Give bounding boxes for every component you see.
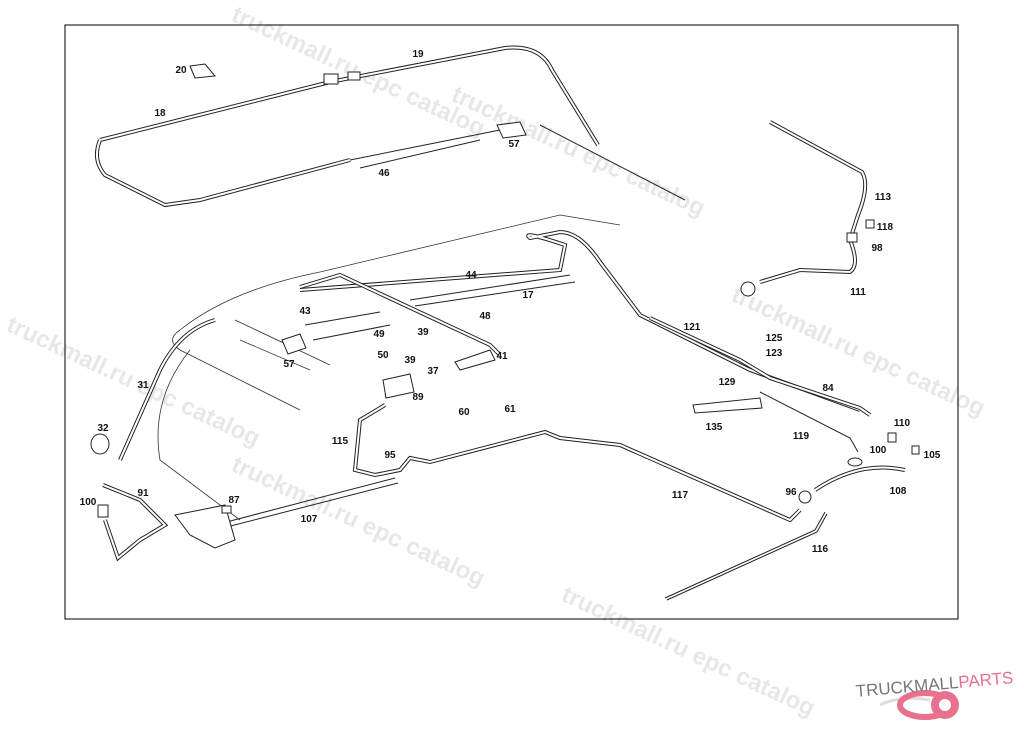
callout-label: 113: [875, 192, 892, 203]
callout-label: 100: [870, 445, 887, 456]
callout-label: 31: [137, 380, 149, 391]
callout-label: 39: [417, 327, 429, 338]
watermark-text: truckmall.ru epc catalog: [557, 581, 819, 722]
callout-label: 89: [412, 392, 424, 403]
callout-label: 100: [80, 497, 97, 508]
callout-label: 41: [496, 351, 508, 362]
callout-label: 20: [175, 65, 187, 76]
callout-label: 108: [890, 486, 907, 497]
callout-label: 121: [684, 322, 701, 333]
callout-label: 48: [479, 311, 491, 322]
callout-label: 49: [373, 329, 385, 340]
callout-label: 32: [97, 423, 109, 434]
callout-label: 84: [822, 383, 834, 394]
logo-text-accent: PARTS: [958, 668, 1015, 692]
callout-label: 50: [377, 350, 389, 361]
callout-label: 96: [785, 487, 797, 498]
callout-label: 39: [404, 355, 416, 366]
callout-label: 125: [766, 333, 783, 344]
callout-label: 87: [228, 495, 240, 506]
diagram-lines: [90, 45, 920, 601]
callout-label: 115: [332, 436, 349, 447]
callout-label: 46: [378, 168, 390, 179]
callout-label: 57: [283, 359, 295, 370]
truckmall-parts-logo: TRUCKMALLPARTS: [855, 668, 1015, 720]
callout-label: 105: [924, 450, 941, 461]
callout-labels: 19 20 18 57 46 113 118 98 111 44 17 43 48 49 39 50 39 37 4…: [80, 49, 941, 555]
callout-label: 117: [672, 490, 689, 501]
callout-label: 129: [719, 377, 736, 388]
callout-label: 111: [850, 287, 866, 298]
callout-label: 119: [793, 431, 810, 442]
callout-label: 107: [301, 514, 318, 525]
callout-label: 57: [508, 139, 520, 150]
watermark-text: truckmall.ru epc catalog: [447, 81, 709, 222]
callout-label: 116: [812, 544, 829, 555]
callout-label: 60: [458, 407, 470, 418]
callout-label: 17: [522, 290, 534, 301]
callout-label: 98: [871, 243, 883, 254]
callout-label: 44: [465, 270, 477, 281]
callout-label: 43: [299, 306, 311, 317]
callout-label: 61: [504, 404, 516, 415]
callout-label: 135: [706, 422, 723, 433]
callout-label: 37: [427, 366, 439, 377]
callout-label: 18: [154, 108, 166, 119]
callout-label: 118: [877, 222, 894, 233]
callout-label: 95: [384, 450, 396, 461]
callout-label: 110: [894, 418, 911, 429]
callout-label: 19: [412, 49, 424, 60]
callout-label: 123: [766, 348, 783, 359]
diagram-frame: [64, 24, 959, 620]
callout-label: 91: [137, 488, 149, 499]
